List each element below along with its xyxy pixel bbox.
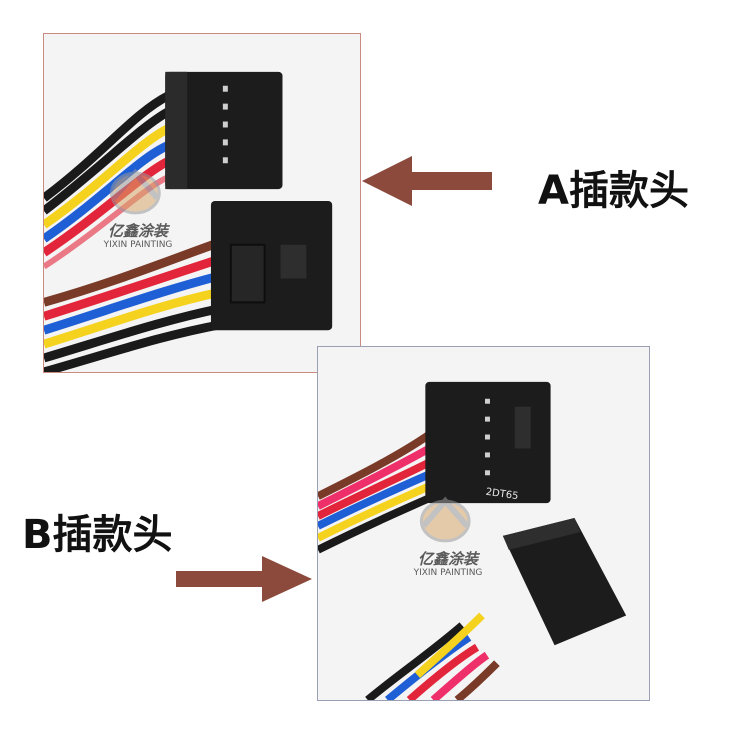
- watermark-logo-b: [419, 496, 471, 543]
- watermark-en-b: YIXIN PAINTING: [413, 568, 483, 578]
- photo-a-connector: 亿鑫涂装 YIXIN PAINTING: [43, 33, 361, 373]
- photo-a-image: [44, 71, 333, 372]
- watermark-logo-a: [110, 168, 161, 215]
- photo-b-connector: 2DT65 亿鑫涂装 YIXIN PAINTING: [317, 346, 650, 701]
- photo-b-image: [318, 381, 627, 700]
- arrow-left-icon: [362, 156, 492, 206]
- watermark-cn-a: 亿鑫涂装: [107, 222, 168, 240]
- watermark-cn-b: 亿鑫涂装: [417, 550, 478, 568]
- connector-b-bottom: [502, 518, 627, 646]
- label-a: A插款头: [538, 168, 689, 214]
- arrow-right-icon: [176, 556, 312, 602]
- connector-a-bottom: [210, 201, 333, 331]
- label-b: B插款头: [22, 512, 173, 558]
- connector-a-top: [165, 71, 283, 190]
- watermark-en-a: YIXIN PAINTING: [103, 240, 173, 250]
